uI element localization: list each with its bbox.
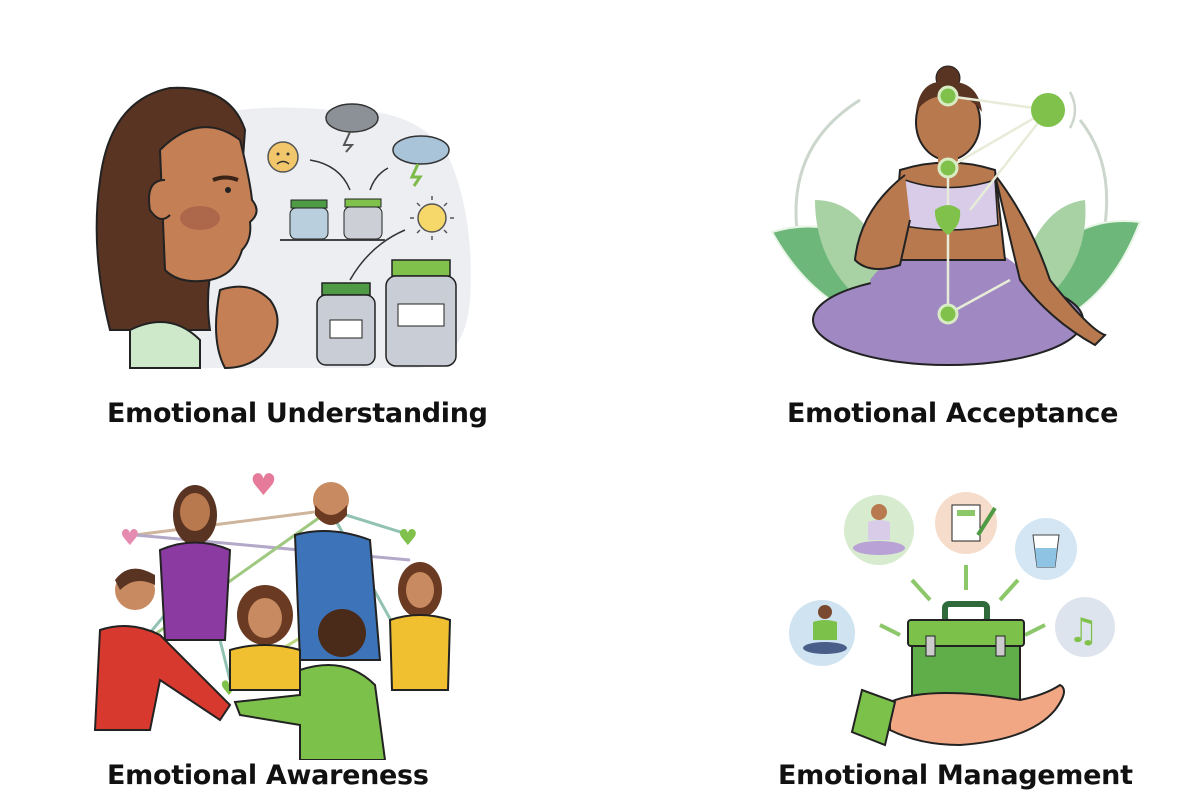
svg-text:♫: ♫ [1068, 611, 1098, 651]
emotional-awareness-illustration: ♥ ♥ ♥ ♥ ♥ [93, 468, 452, 760]
caption-emotional-management: Emotional Management [778, 760, 1133, 791]
panel-emotional-awareness: ♥ ♥ ♥ ♥ ♥ Emotional Awareness [0, 440, 600, 800]
water-glass-icon [1015, 518, 1077, 580]
emotional-understanding-illustration [95, 86, 471, 370]
breathing-meditation-icon [789, 600, 855, 666]
emotional-management-illustration: ♫ [789, 492, 1115, 747]
panel-emotional-management: ♫ Emotional Management [600, 440, 1200, 800]
sad-face-icon [267, 141, 299, 173]
heart-icon: ♥ [120, 526, 140, 551]
caption-emotional-acceptance: Emotional Acceptance [787, 398, 1119, 429]
storm-cloud-icon [392, 135, 450, 187]
heart-icon: ♥ [398, 526, 418, 551]
happy-sun-icon [410, 196, 454, 240]
journal-icon [935, 492, 997, 554]
panel-emotional-understanding: Emotional Understanding [0, 0, 600, 440]
heart-icon: ♥ [250, 468, 277, 503]
panel-emotional-acceptance: Emotional Acceptance [600, 0, 1200, 440]
toolbox-icon [907, 601, 1025, 707]
caption-emotional-awareness: Emotional Awareness [107, 760, 429, 791]
music-note-icon: ♫ [1055, 597, 1115, 657]
caption-emotional-understanding: Emotional Understanding [107, 398, 488, 429]
meditation-icon [844, 495, 914, 565]
emotional-acceptance-illustration [770, 65, 1142, 366]
storm-cloud-icon [325, 103, 379, 153]
hand-icon [850, 683, 1065, 747]
